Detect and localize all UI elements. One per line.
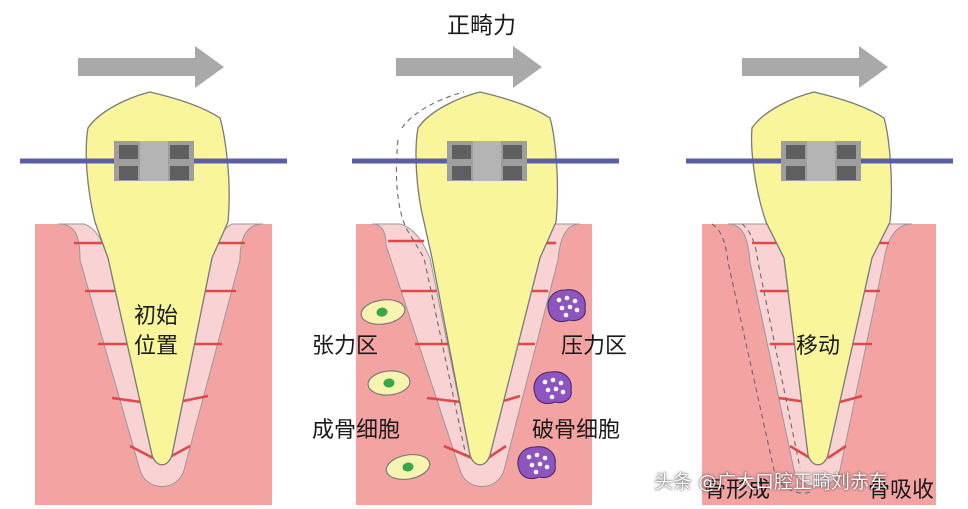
osteoblast-cell bbox=[367, 370, 411, 396]
osteoclast-cell bbox=[517, 446, 556, 480]
label-tension-zone: 张力区 bbox=[312, 334, 379, 359]
bracket bbox=[114, 141, 194, 181]
label-osteoclast: 破骨细胞 bbox=[532, 418, 621, 443]
alveolar-bone bbox=[35, 224, 272, 505]
osteoblast-cell bbox=[385, 453, 431, 481]
osteoclast-cell bbox=[533, 371, 572, 405]
label-bone-resorption: 骨吸收 bbox=[868, 478, 935, 503]
label-initial-line2: 位置 bbox=[133, 334, 178, 359]
bracket bbox=[781, 141, 861, 181]
tooth bbox=[750, 91, 893, 466]
panel-force bbox=[352, 46, 619, 505]
tooth bbox=[415, 91, 559, 466]
label-pressure-zone: 压力区 bbox=[561, 334, 628, 359]
label-initial-line1: 初始 bbox=[133, 304, 178, 329]
panel-moved bbox=[686, 46, 953, 505]
arrow bbox=[742, 46, 888, 88]
former-socket-outline bbox=[711, 223, 811, 494]
alveolar-bone bbox=[356, 224, 592, 505]
panel-initial bbox=[20, 46, 287, 505]
arrow bbox=[78, 46, 224, 88]
bracket bbox=[447, 141, 527, 181]
ligament-fibers bbox=[74, 241, 245, 460]
label-osteoblast: 成骨细胞 bbox=[312, 418, 401, 443]
osteoclast-cell bbox=[547, 289, 586, 323]
tooth bbox=[85, 91, 230, 466]
watermark: 头条 @广大口腔正畸刘赤东 bbox=[654, 471, 889, 493]
title-force-label: 正畸力 bbox=[447, 13, 516, 39]
osteoblast-cell bbox=[360, 299, 406, 325]
alveolar-bone bbox=[702, 224, 936, 505]
label-moved: 移动 bbox=[796, 334, 841, 359]
ghost-tooth-outline bbox=[395, 91, 467, 457]
label-initial-position: 初始 位置 bbox=[120, 302, 192, 362]
arrow bbox=[396, 46, 542, 88]
label-bone-formation: 骨形成 bbox=[704, 478, 771, 503]
